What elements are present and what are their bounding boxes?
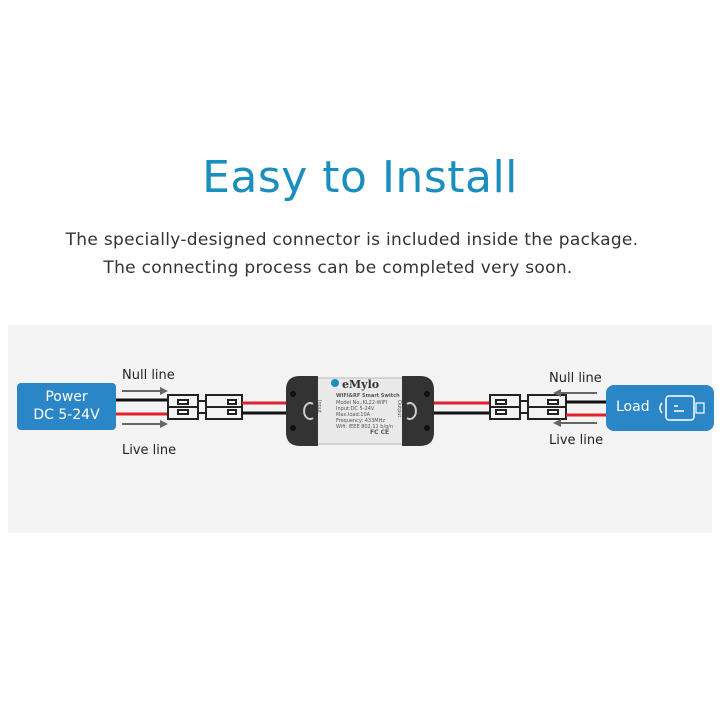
right-live-line-label: Live line: [549, 433, 604, 448]
device-spec-0: Model No.:KL22-WIFI: [336, 400, 388, 406]
left-input-wires: [116, 398, 168, 416]
right-device-wires: [434, 401, 490, 415]
device-spec-4: Wifi: IEEE 802.11 b/g/n: [336, 424, 394, 430]
device-model-title: WIFI&RF Smart Switch: [336, 393, 400, 399]
device-spec-1: Input:DC 5-24V: [336, 406, 375, 412]
device-output-port-label: Output: [396, 400, 402, 418]
right-live-arrow: [553, 419, 597, 427]
left-live-arrow: [122, 420, 168, 428]
left-connector: [167, 394, 243, 420]
load-label: Load: [616, 399, 650, 415]
device-spec-2: Max.load:10A: [336, 412, 371, 418]
plug-icon: [659, 395, 705, 421]
right-null-arrow: [553, 389, 597, 397]
device-cert-marks: FC CE: [370, 429, 390, 436]
left-null-arrow: [122, 387, 168, 395]
load-box: Load: [606, 385, 714, 431]
subtitle-line-1: The specially-designed connector is incl…: [65, 230, 639, 250]
power-voltage: DC 5-24V: [33, 407, 100, 423]
device-input-port-label: Input: [316, 400, 322, 413]
left-null-line-label: Null line: [122, 368, 175, 383]
right-null-line-label: Null line: [549, 371, 602, 386]
smart-switch-device: [286, 376, 434, 446]
device-brand: eMylo: [342, 378, 380, 391]
power-source-box: Power DC 5-24V: [17, 383, 116, 430]
left-live-line-label: Live line: [122, 443, 177, 458]
right-connector: [489, 394, 567, 420]
power-label: Power: [45, 389, 88, 405]
left-device-wires: [242, 401, 286, 415]
right-output-wires: [566, 400, 606, 417]
subtitle-line-2: The connecting process can be completed …: [103, 258, 573, 278]
device-spec-3: Frequency: 433MHz: [336, 418, 385, 424]
page-title: Easy to Install: [202, 152, 518, 203]
